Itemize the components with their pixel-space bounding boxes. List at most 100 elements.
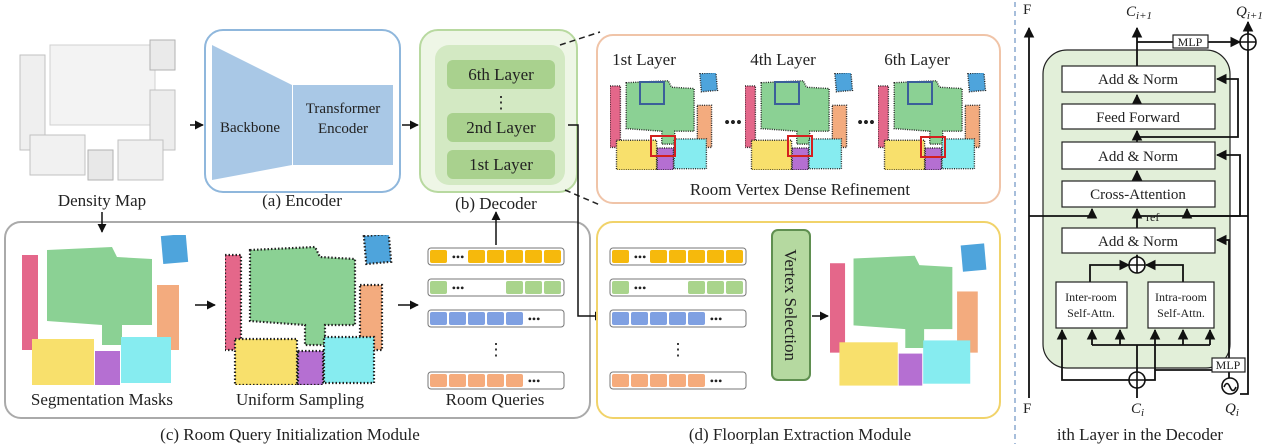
add-norm-1-label: Add & Norm <box>1098 234 1178 250</box>
query-token <box>525 250 542 263</box>
query-token <box>612 374 629 387</box>
mlp-bottom-label: MLP <box>1216 358 1241 372</box>
query-token <box>707 281 724 294</box>
query-token <box>506 312 523 325</box>
intra-room-label-1: Intra-room <box>1155 290 1208 304</box>
density-map-image <box>19 39 176 181</box>
refinement-layer-1-label: 1st Layer <box>612 50 676 69</box>
decoder-caption: (b) Decoder <box>455 194 537 213</box>
room-queries-label: Room Queries <box>446 390 545 409</box>
vertex-selection-label: Vertex Selection <box>781 249 800 361</box>
room-queries-init: •••••••••⋮••• <box>427 247 565 390</box>
cross-attention-box <box>1061 180 1216 208</box>
density-map-label: Density Map <box>58 191 146 210</box>
inter-room-label-2: Self-Attn. <box>1067 306 1115 320</box>
query-dots: ••• <box>452 281 465 295</box>
query-token <box>669 312 686 325</box>
q-next-symbol: Q <box>1236 4 1247 20</box>
query-token <box>688 281 705 294</box>
query-token <box>650 312 667 325</box>
cross-attention-label: Cross-Attention <box>1090 187 1186 203</box>
inter-room-label-1: Inter-room <box>1065 290 1117 304</box>
feed-forward-box <box>1061 103 1216 130</box>
query-row: ••• <box>427 371 565 390</box>
c-next-label: Ci+1 <box>1126 4 1152 22</box>
decoder-layer-6 <box>447 60 555 89</box>
refinement-layer-4-label: 4th Layer <box>750 50 816 69</box>
query-token <box>487 374 504 387</box>
refinement-caption: Room Vertex Dense Refinement <box>690 180 910 199</box>
query-dots: ••• <box>634 250 647 264</box>
query-dots: ••• <box>710 374 723 388</box>
decoder-layer-1-label: 1st Layer <box>469 155 533 174</box>
query-row: ••• <box>609 309 747 328</box>
query-token <box>612 312 629 325</box>
query-token <box>525 281 542 294</box>
add-norm-2-label: Add & Norm <box>1098 149 1178 165</box>
highlight-box-red-1 <box>650 135 676 157</box>
q-next-label: Qi+1 <box>1236 4 1263 22</box>
mlp-bottom-box <box>1211 357 1246 373</box>
query-dots: ••• <box>528 312 541 326</box>
query-row: ••• <box>427 309 565 328</box>
f-bottom-label: F <box>1023 401 1031 417</box>
query-token <box>544 250 561 263</box>
refinement-layer-6-label: 6th Layer <box>884 50 950 69</box>
query-row: ••• <box>427 278 565 297</box>
query-token <box>487 250 504 263</box>
intra-room-self-attn-box <box>1147 281 1215 329</box>
room-queries-extraction: ••• ••• ••• ⋮ ••• <box>609 247 747 390</box>
c-next-symbol: C <box>1126 4 1137 20</box>
query-row-ellipsis: ⋮ <box>670 340 687 359</box>
q-cur-label: Qi <box>1225 401 1239 419</box>
query-token <box>650 250 667 263</box>
query-token <box>707 250 724 263</box>
query-dots: ••• <box>528 374 541 388</box>
intra-room-label-2: Self-Attn. <box>1157 306 1205 320</box>
query-token <box>468 250 485 263</box>
decoder-layer-2-label: 2nd Layer <box>466 118 536 137</box>
query-token <box>631 374 648 387</box>
query-token <box>468 312 485 325</box>
decoder-ellipsis: ⋮ <box>493 93 510 112</box>
f-top-label: F <box>1023 2 1031 18</box>
highlight-box-red-6 <box>920 136 946 158</box>
query-row: ••• <box>609 278 747 297</box>
query-token <box>506 374 523 387</box>
highlight-box-blue-1 <box>639 81 665 105</box>
query-token <box>487 312 504 325</box>
zoom-line-top <box>559 31 601 46</box>
query-token <box>631 312 648 325</box>
c-cur-subscript: i <box>1141 407 1144 419</box>
q-cur-symbol: Q <box>1225 401 1236 417</box>
query-token <box>430 312 447 325</box>
query-token <box>506 250 523 263</box>
highlight-box-red-4 <box>787 135 813 157</box>
zoom-line-bottom <box>564 189 601 206</box>
c-cur-symbol: C <box>1131 401 1142 417</box>
refinement-dots-2: ••• <box>857 113 875 132</box>
query-row: ••• <box>427 247 565 266</box>
backbone-label: Backbone <box>220 120 280 136</box>
extraction-caption: (d) Floorplan Extraction Module <box>689 425 911 444</box>
query-token <box>449 374 466 387</box>
query-token <box>688 312 705 325</box>
add-norm-1-box <box>1061 227 1216 254</box>
query-row: ••• <box>609 247 747 266</box>
highlight-box-blue-6 <box>907 81 933 105</box>
query-dots: ••• <box>710 312 723 326</box>
add-norm-3-label: Add & Norm <box>1098 72 1178 88</box>
decoder-layer-detail: Add & Norm Feed Forward Add & Norm Cross… <box>1023 2 1263 444</box>
highlight-box-blue-4 <box>774 81 800 105</box>
query-token <box>726 281 743 294</box>
uniform-sampling-label: Uniform Sampling <box>236 390 364 409</box>
decoder-layer-1 <box>447 150 555 179</box>
query-dots: ••• <box>634 281 647 295</box>
query-token <box>430 250 447 263</box>
add-norm-2-box <box>1061 141 1216 170</box>
inter-room-self-attn-box <box>1055 281 1128 329</box>
query-token <box>688 250 705 263</box>
query-token <box>430 281 447 294</box>
query-token <box>612 281 629 294</box>
